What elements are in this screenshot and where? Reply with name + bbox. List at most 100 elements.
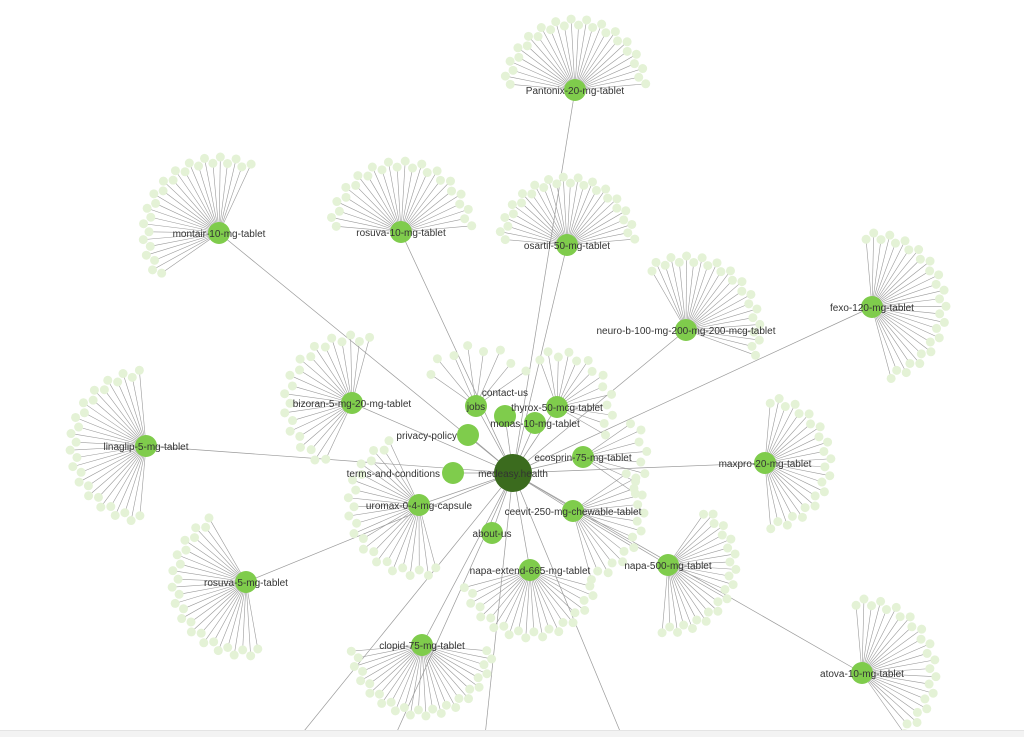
leaf-node[interactable] [433,354,442,363]
leaf-node[interactable] [585,582,594,591]
leaf-node[interactable] [752,304,761,313]
leaf-node[interactable] [570,608,579,617]
leaf-node[interactable] [713,258,722,267]
leaf-node[interactable] [149,189,158,198]
leaf-node[interactable] [720,585,729,594]
leaf-node[interactable] [746,290,755,299]
leaf-node[interactable] [713,607,722,616]
leaf-node[interactable] [454,694,463,703]
leaf-node[interactable] [621,206,630,215]
leaf-node[interactable] [935,294,944,303]
leaf-node[interactable] [369,547,378,556]
leaf-node[interactable] [476,612,485,621]
leaf-node[interactable] [66,446,75,455]
leaf-node[interactable] [825,471,834,480]
leaf-node[interactable] [457,190,466,199]
leaf-node[interactable] [658,628,667,637]
leaf-node[interactable] [560,21,569,30]
leaf-node[interactable] [90,386,99,395]
node-privacy[interactable]: privacy-policy [396,424,479,446]
leaf-node[interactable] [619,215,628,224]
leaf-node[interactable] [552,179,561,188]
leaf-node[interactable] [588,177,597,186]
leaf-node[interactable] [191,523,200,532]
leaf-node[interactable] [171,166,180,175]
leaf-node[interactable] [917,349,926,358]
leaf-node[interactable] [464,205,473,214]
leaf-node[interactable] [352,519,361,528]
leaf-node[interactable] [479,660,488,669]
leaf-node[interactable] [935,309,944,318]
leaf-node[interactable] [72,453,81,462]
leaf-node[interactable] [640,469,649,478]
leaf-node[interactable] [611,27,620,36]
leaf-node[interactable] [414,705,423,714]
leaf-node[interactable] [564,348,573,357]
leaf-node[interactable] [783,521,792,530]
leaf-node[interactable] [295,432,304,441]
leaf-node[interactable] [876,235,885,244]
leaf-node[interactable] [350,662,359,671]
leaf-node[interactable] [377,699,386,708]
leaf-node[interactable] [406,711,415,720]
leaf-node[interactable] [350,502,359,511]
leaf-node[interactable] [524,32,533,41]
leaf-node[interactable] [940,318,949,327]
leaf-node[interactable] [518,189,527,198]
leaf-node[interactable] [377,165,386,174]
leaf-node[interactable] [569,618,578,627]
leaf-node[interactable] [613,36,622,45]
leaf-node[interactable] [401,157,410,166]
leaf-node[interactable] [433,166,442,175]
leaf-node[interactable] [916,255,925,264]
leaf-node[interactable] [205,513,214,522]
leaf-node[interactable] [607,390,616,399]
leaf-node[interactable] [630,59,639,68]
hub-circle[interactable] [442,462,464,484]
leaf-node[interactable] [72,438,81,447]
leaf-node[interactable] [237,162,246,171]
leaf-node[interactable] [177,614,186,623]
leaf-node[interactable] [766,399,775,408]
leaf-node[interactable] [388,566,397,575]
leaf-node[interactable] [635,437,644,446]
leaf-node[interactable] [280,408,289,417]
leaf-node[interactable] [517,198,526,207]
leaf-node[interactable] [862,235,871,244]
leaf-node[interactable] [703,261,712,270]
leaf-node[interactable] [710,519,719,528]
leaf-node[interactable] [637,425,646,434]
leaf-node[interactable] [295,366,304,375]
leaf-node[interactable] [186,617,195,626]
leaf-node[interactable] [811,501,820,510]
leaf-node[interactable] [216,153,225,162]
leaf-node[interactable] [84,491,93,500]
leaf-node[interactable] [530,181,539,190]
leaf-node[interactable] [159,177,168,186]
leaf-node[interactable] [208,159,217,168]
leaf-node[interactable] [353,171,362,180]
leaf-node[interactable] [926,257,935,266]
leaf-node[interactable] [602,400,611,409]
leaf-node[interactable] [306,352,315,361]
leaf-node[interactable] [923,649,932,658]
leaf-node[interactable] [351,486,360,495]
leaf-node[interactable] [468,589,477,598]
leaf-node[interactable] [814,432,823,441]
leaf-node[interactable] [368,163,377,172]
leaf-node[interactable] [424,571,433,580]
leaf-node[interactable] [574,173,583,182]
leaf-node[interactable] [608,558,617,567]
leaf-node[interactable] [559,173,568,182]
leaf-node[interactable] [726,266,735,275]
leaf-node[interactable] [335,207,344,216]
leaf-node[interactable] [535,356,544,365]
node-clopid[interactable]: clopid-75-mg-tablet [379,634,465,656]
leaf-node[interactable] [689,258,698,267]
leaf-node[interactable] [869,229,878,238]
leaf-node[interactable] [781,402,790,411]
leaf-node[interactable] [501,235,510,244]
leaf-node[interactable] [139,235,148,244]
leaf-node[interactable] [482,669,491,678]
